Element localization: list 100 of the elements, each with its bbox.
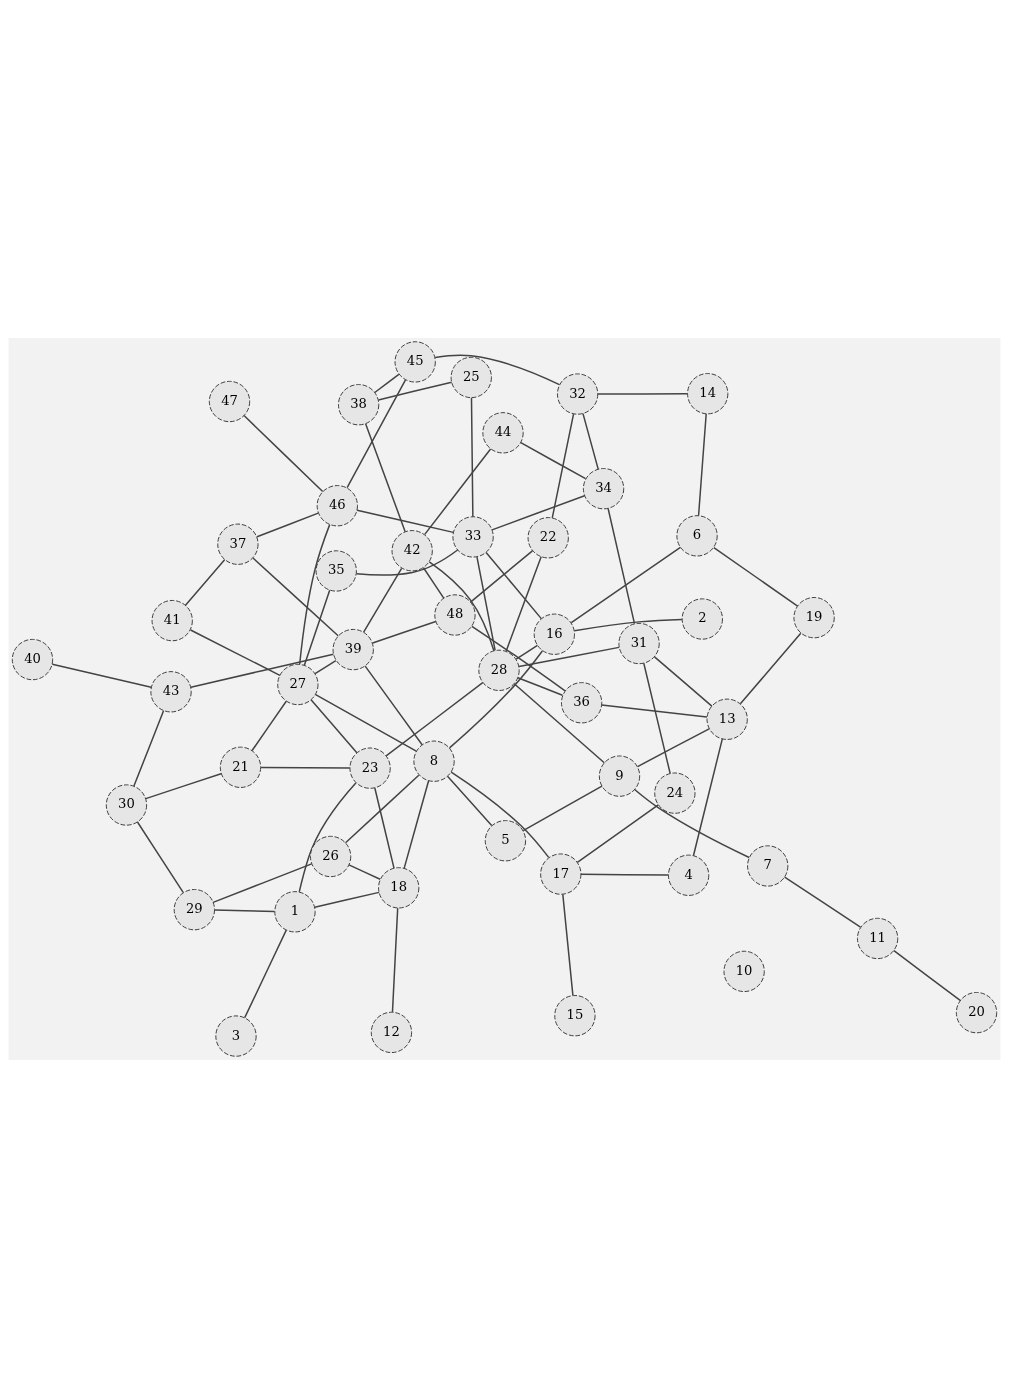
node-circle: 36 (561, 681, 603, 723)
connector (476, 555, 496, 651)
connector (252, 556, 339, 637)
connector (355, 548, 459, 576)
node-circle: 8 (413, 740, 455, 782)
connector (518, 646, 620, 667)
connector (562, 893, 574, 996)
connector (374, 373, 400, 393)
connector (310, 698, 358, 754)
node-circle: 5 (484, 819, 527, 861)
connector (434, 354, 561, 385)
node-circle: 38 (338, 383, 380, 425)
connector (570, 546, 682, 623)
connector (314, 659, 337, 674)
connector (251, 700, 287, 751)
node-circle: 40 (11, 638, 54, 680)
node-circle: 41 (151, 599, 193, 641)
node-circle: 21 (219, 746, 262, 788)
node-circle: 27 (277, 663, 319, 705)
connector (597, 392, 689, 395)
connector (692, 737, 724, 856)
connector (739, 632, 802, 705)
connector (446, 775, 493, 826)
node-circle: 47 (208, 380, 251, 422)
node-circle: 14 (687, 372, 729, 414)
node-circle: 33 (452, 515, 494, 558)
node-circle: 28 (478, 649, 520, 691)
connector (184, 558, 226, 606)
connector (145, 772, 222, 799)
node-circle: 16 (533, 613, 575, 655)
connector (424, 447, 492, 535)
node-circle: 35 (315, 549, 357, 592)
node-circle: 26 (309, 835, 352, 877)
connector (344, 774, 420, 843)
node-circle: 6 (676, 514, 718, 556)
connector (643, 662, 671, 774)
connector (189, 628, 281, 676)
connector (600, 703, 708, 718)
connector (51, 662, 152, 688)
connector (513, 682, 605, 763)
node-circle: 24 (654, 772, 696, 814)
node-circle: 9 (598, 755, 641, 797)
connector (551, 412, 575, 519)
connector (374, 786, 395, 869)
connector (136, 820, 184, 893)
connector (505, 555, 542, 652)
node-circle: 37 (217, 523, 259, 565)
connector (385, 681, 484, 757)
connector (260, 766, 351, 769)
node-circle: 3 (215, 1014, 257, 1057)
connector (133, 709, 165, 787)
node-circle: 22 (527, 516, 569, 558)
connector (364, 664, 423, 745)
connector (314, 693, 417, 752)
connector (377, 380, 453, 401)
connector (636, 727, 710, 767)
connector (607, 507, 636, 624)
node-circle: 42 (391, 529, 433, 571)
node-circle: 18 (378, 866, 420, 908)
connector (893, 949, 961, 1001)
node-circle: 15 (554, 994, 596, 1036)
node-circle: 7 (747, 844, 789, 887)
node-circle: 32 (557, 372, 599, 415)
connector (633, 788, 750, 858)
connector (520, 441, 587, 479)
connector (573, 618, 683, 631)
node-circle: 31 (618, 622, 660, 664)
node-circle: 29 (173, 888, 215, 930)
connector (471, 625, 566, 692)
connector (303, 589, 331, 666)
node-circle: 48 (434, 593, 476, 636)
connector (448, 649, 544, 749)
connector (364, 422, 406, 532)
connector (244, 928, 287, 1018)
connector (428, 560, 495, 651)
node-circle: 46 (316, 484, 358, 526)
node-circle: 10 (723, 950, 765, 992)
connector (697, 412, 707, 516)
connector (298, 523, 331, 665)
connector (298, 781, 357, 893)
connector (517, 676, 564, 696)
node-circle: 17 (540, 853, 582, 895)
node-circle: 11 (856, 917, 899, 959)
connector (469, 549, 534, 603)
node-circle: 45 (394, 340, 436, 383)
node-circle: 44 (482, 411, 524, 453)
connector (713, 546, 799, 607)
connector (371, 620, 437, 644)
connector (522, 784, 603, 831)
connector (582, 412, 599, 470)
connector (391, 906, 399, 1013)
connector (403, 779, 430, 869)
connector (212, 862, 313, 903)
node-circle: 34 (582, 467, 625, 509)
node-circle: 43 (150, 670, 192, 712)
connector (485, 551, 543, 619)
node-circle: 25 (450, 356, 492, 398)
connector (243, 414, 324, 492)
node-circle: 19 (793, 596, 835, 638)
node-circle: 30 (105, 783, 148, 826)
